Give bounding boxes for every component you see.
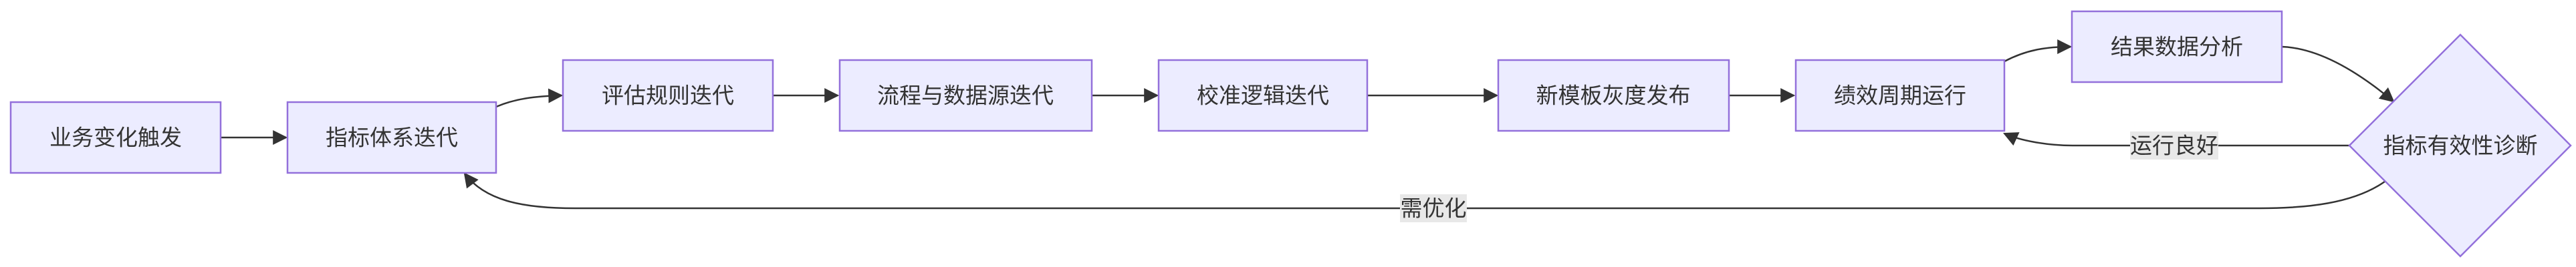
- node-perf-cycle-box: [1794, 59, 2006, 132]
- node-indicator-system: 指标体系迭代: [286, 101, 497, 174]
- edges: [221, 39, 2395, 210]
- edge-label-runs-well-text: 运行良好: [2130, 133, 2218, 159]
- node-eval-rules-box: [562, 59, 774, 132]
- node-indicator-system-label: 指标体系迭代: [326, 125, 458, 151]
- edge-label-needs-opt-bg: [1400, 194, 1467, 222]
- node-result-analysis: 结果数据分析: [2071, 10, 2283, 83]
- edge-indicator-to-eval: [495, 88, 564, 108]
- node-perf-cycle-label: 绩效周期运行: [1834, 83, 1966, 109]
- node-business-change-box: [9, 101, 222, 174]
- node-process-data: 流程与数据源迭代: [838, 59, 1093, 132]
- node-result-analysis-box: [2071, 10, 2283, 83]
- node-result-analysis-label: 结果数据分析: [2111, 34, 2243, 60]
- node-template-release: 新模板灰度发布: [1497, 59, 1730, 132]
- node-template-release-box: [1497, 59, 1730, 132]
- node-eval-rules: 评估规则迭代: [562, 59, 774, 132]
- edge-result-to-diagnosis: [2281, 45, 2395, 103]
- node-template-release-label: 新模板灰度发布: [1536, 83, 1691, 109]
- node-eval-rules-label: 评估规则迭代: [602, 83, 734, 109]
- edge-perf-to-result: [2004, 39, 2073, 63]
- node-business-change: 业务变化触发: [9, 101, 222, 174]
- node-diagnosis-label: 指标有效性诊断: [2383, 133, 2538, 159]
- edge-diagnosis-to-perf: [2002, 132, 2349, 147]
- edge-label-needs-opt: 需优化: [1400, 194, 1467, 222]
- node-diagnosis-diamond: [2348, 33, 2572, 258]
- node-business-change-label: 业务变化触发: [49, 125, 182, 151]
- node-perf-cycle: 绩效周期运行: [1794, 59, 2006, 132]
- edge-label-runs-well-bg: [2130, 131, 2218, 160]
- node-process-data-box: [838, 59, 1093, 132]
- edge-label-needs-opt-text: 需优化: [1401, 196, 1467, 222]
- node-diagnosis: 指标有效性诊断: [2348, 33, 2572, 258]
- edge-diagnosis-to-indicator: [463, 172, 2385, 210]
- node-calibration-label: 校准逻辑迭代: [1197, 83, 1329, 109]
- node-process-data-label: 流程与数据源迭代: [877, 83, 1054, 109]
- edge-label-runs-well: 运行良好: [2130, 131, 2218, 160]
- node-indicator-system-box: [286, 101, 497, 174]
- node-calibration-box: [1157, 59, 1369, 132]
- node-calibration: 校准逻辑迭代: [1157, 59, 1369, 132]
